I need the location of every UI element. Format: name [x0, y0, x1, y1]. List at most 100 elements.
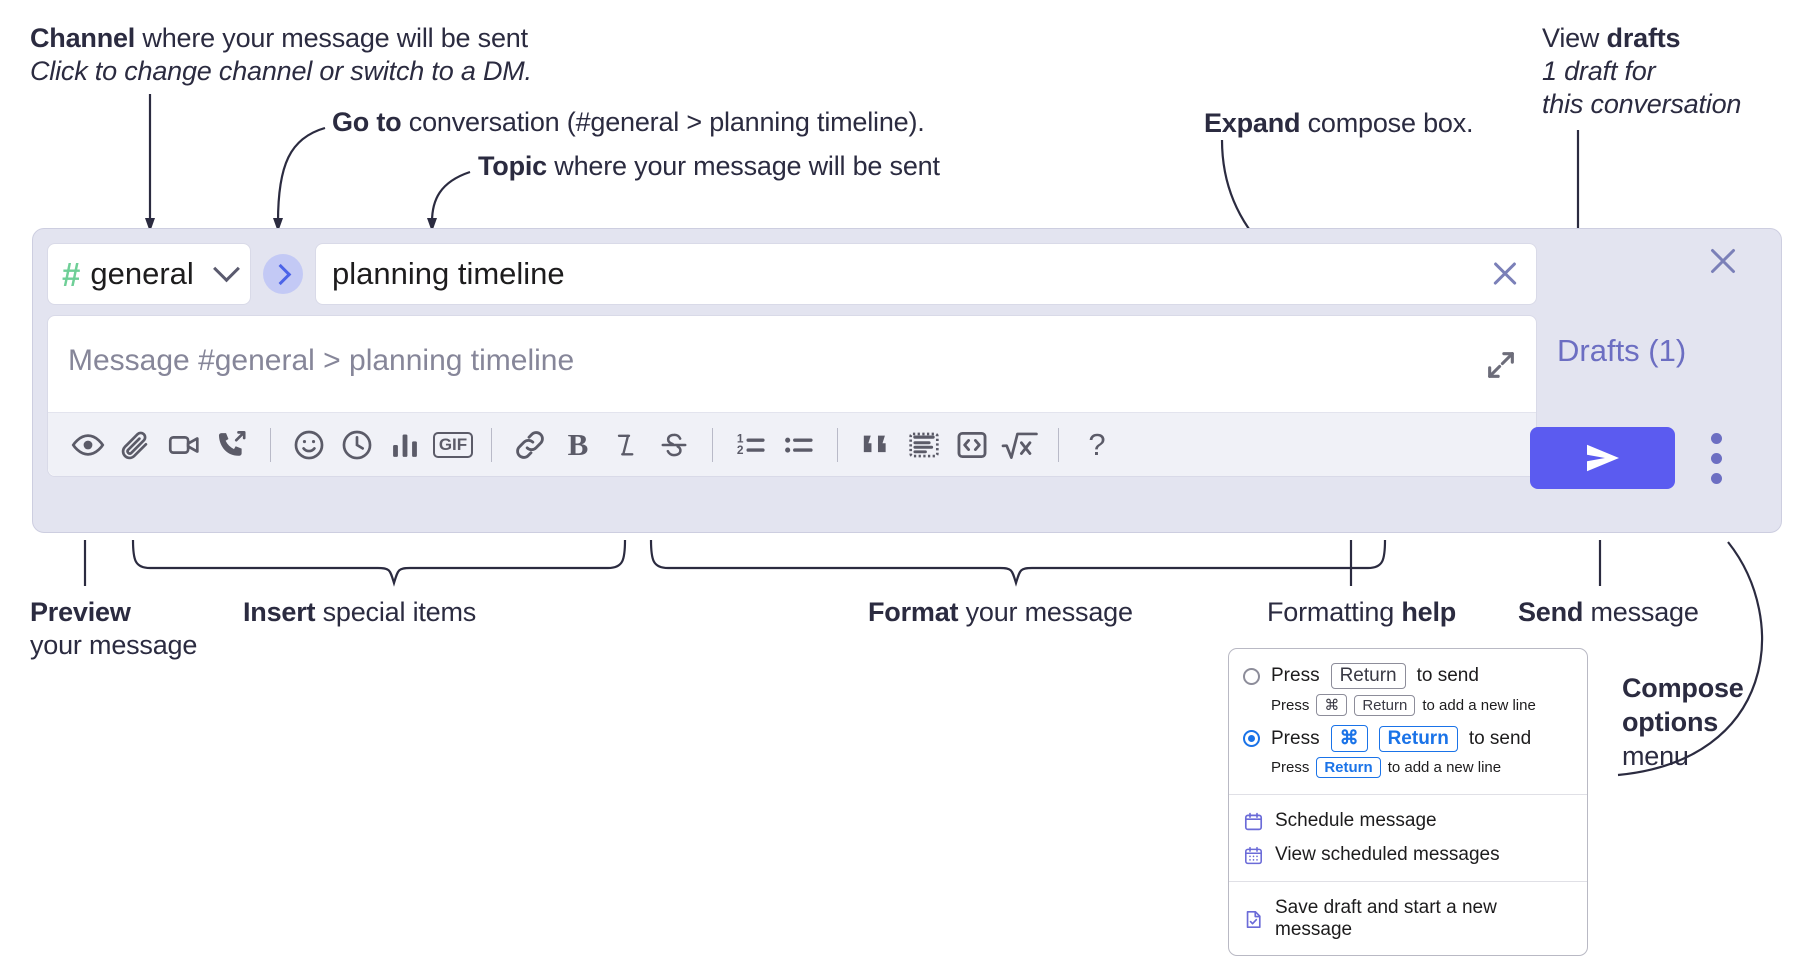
annotation-topic-bold: Topic — [478, 151, 547, 181]
annotation-channel: Channel where your message will be sent … — [30, 22, 670, 88]
option2-sub-post: to add a new line — [1387, 759, 1502, 776]
compose-options-menu: Press Return to send Press ⌘ Return to a… — [1228, 648, 1588, 956]
message-input[interactable]: Message #general > planning timeline — [48, 316, 1536, 412]
toolbar-divider — [1058, 427, 1059, 462]
code-block-button[interactable] — [900, 421, 948, 469]
menu-option-return-to-send[interactable]: Press Return to send — [1229, 661, 1587, 689]
bold-button[interactable]: B — [554, 421, 602, 469]
option1-post: to send — [1416, 665, 1479, 686]
channel-selector[interactable]: # general — [47, 243, 251, 305]
toolbar-divider — [491, 427, 492, 462]
annotation-drafts: View drafts 1 draft for this conversatio… — [1542, 22, 1814, 121]
svg-text:2: 2 — [737, 443, 744, 457]
annotation-help: Formatting help — [1267, 596, 1456, 629]
annotation-drafts-italic2: this conversation — [1542, 88, 1742, 119]
gif-button[interactable]: GIF — [429, 421, 477, 469]
menu-item-save-draft[interactable]: Save draft and start a new message — [1229, 891, 1587, 947]
compose-topbar: # general planning timeline — [47, 243, 1537, 305]
annotation-insert-bold: Insert — [243, 597, 316, 627]
message-editor: Message #general > planning timeline — [47, 315, 1537, 477]
annotation-drafts-plain: View — [1542, 23, 1607, 53]
ordered-list-button[interactable]: 1 2 — [727, 421, 775, 469]
annotation-preview-bold: Preview — [30, 597, 131, 627]
annotation-insert: Insert special items — [243, 596, 476, 629]
option2-sub-pre: Press — [1271, 759, 1310, 776]
key-return: Return — [1354, 694, 1416, 716]
annotation-send-rest: message — [1583, 597, 1699, 627]
calendar-grid-icon — [1243, 845, 1264, 866]
poll-button[interactable] — [381, 421, 429, 469]
bold-label: B — [567, 427, 589, 462]
annotation-expand-rest: compose box. — [1300, 108, 1474, 138]
record-audio-button[interactable] — [208, 421, 256, 469]
compose-inner: # general planning timeline Message #gen… — [47, 243, 1537, 477]
document-check-icon — [1243, 909, 1264, 930]
option1-pre: Press — [1271, 665, 1320, 686]
calendar-icon — [1243, 811, 1264, 832]
menu-option-cmd-return-to-send[interactable]: Press ⌘ Return to send — [1229, 723, 1587, 752]
menu-item-label: Schedule message — [1275, 810, 1437, 831]
annotation-preview-rest: your message — [30, 629, 198, 660]
annotation-topic: Topic where your message will be sent — [478, 150, 940, 183]
radio-button-selected[interactable] — [1243, 730, 1260, 747]
annotation-compose-bold2: options — [1622, 706, 1719, 737]
toolbar-divider — [712, 427, 713, 462]
key-return: Return — [1316, 757, 1381, 778]
code-snippet-button[interactable] — [948, 421, 996, 469]
goto-conversation-button[interactable] — [263, 254, 303, 294]
link-button[interactable] — [506, 421, 554, 469]
annotation-expand-bold: Expand — [1204, 108, 1301, 138]
key-command: ⌘ — [1330, 725, 1368, 752]
record-video-button[interactable] — [160, 421, 208, 469]
annotation-channel-italic: Click to change channel or switch to a D… — [30, 55, 532, 86]
dot — [1710, 452, 1722, 464]
strikethrough-button[interactable] — [650, 421, 698, 469]
key-command: ⌘ — [1316, 694, 1348, 716]
toolbar-divider — [270, 427, 271, 462]
message-placeholder: Message #general > planning timeline — [68, 344, 575, 377]
question-mark-icon: ? — [1088, 427, 1106, 462]
clear-topic-icon[interactable] — [1490, 259, 1520, 289]
annotation-channel-bold: Channel — [30, 23, 136, 53]
key-return: Return — [1378, 725, 1458, 752]
option1-sub-pre: Press — [1271, 696, 1310, 714]
option1-sub-post: to add a new line — [1422, 696, 1536, 714]
menu-item-view-scheduled-messages[interactable]: View scheduled messages — [1229, 838, 1587, 872]
annotation-topic-rest: where your message will be sent — [547, 151, 940, 181]
menu-item-schedule-message[interactable]: Schedule message — [1229, 804, 1587, 838]
formatting-help-button[interactable]: ? — [1073, 421, 1121, 469]
annotation-format-rest: your message — [958, 597, 1133, 627]
compose-options-button[interactable] — [1706, 430, 1726, 486]
option2-pre: Press — [1271, 727, 1320, 749]
expand-icon[interactable] — [1484, 348, 1518, 382]
chevron-right-icon — [269, 263, 291, 285]
close-compose-button[interactable] — [1705, 243, 1741, 279]
annotation-expand: Expand compose box. — [1204, 107, 1474, 140]
attach-file-button[interactable] — [112, 421, 160, 469]
annotation-format: Format your message — [868, 596, 1133, 629]
option2-post: to send — [1468, 727, 1532, 749]
blockquote-button[interactable] — [852, 421, 900, 469]
annotation-send-bold: Send — [1518, 597, 1584, 627]
menu-option1-subtext: Press ⌘ Return to add a new line — [1229, 689, 1587, 723]
italic-button[interactable] — [602, 421, 650, 469]
bulleted-list-button[interactable] — [775, 421, 823, 469]
emoji-button[interactable] — [285, 421, 333, 469]
annotation-drafts-italic1: 1 draft for — [1542, 55, 1656, 86]
channel-name: general — [90, 256, 194, 291]
hash-icon: # — [62, 255, 81, 293]
annotation-preview: Preview your message — [30, 596, 270, 662]
annotation-goto-bold: Go to — [332, 107, 402, 137]
send-button[interactable] — [1530, 427, 1675, 489]
radio-button[interactable] — [1243, 667, 1260, 685]
drafts-link[interactable]: Drafts (1) — [1557, 333, 1687, 368]
annotation-format-bold: Format — [868, 597, 959, 627]
preview-button[interactable] — [64, 421, 112, 469]
schedule-button[interactable] — [333, 421, 381, 469]
compose-panel: # general planning timeline Message #gen… — [32, 228, 1782, 533]
annotation-help-bold: help — [1401, 597, 1457, 627]
annotation-goto: Go to conversation (#general > planning … — [332, 106, 925, 139]
math-button[interactable] — [996, 421, 1044, 469]
topic-field[interactable]: planning timeline — [315, 243, 1537, 305]
menu-option2-subtext: Press Return to add a new line — [1229, 752, 1587, 785]
